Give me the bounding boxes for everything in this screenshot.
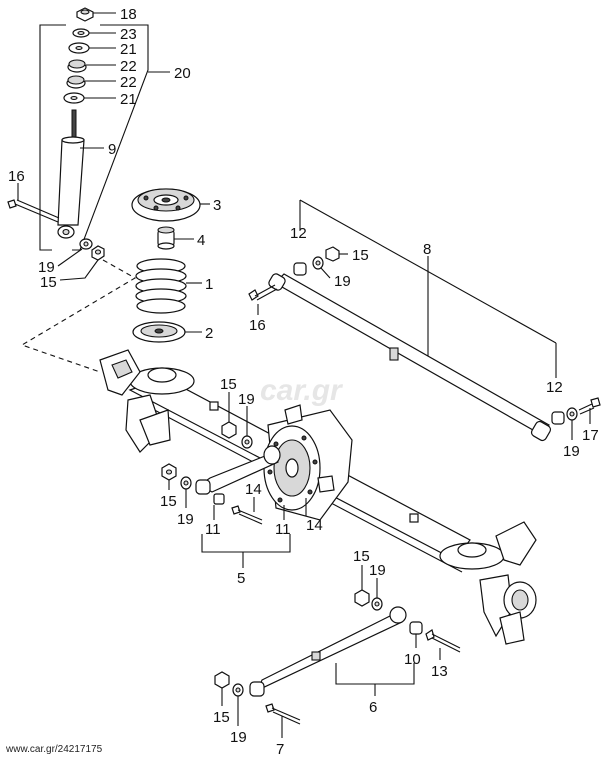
- callout-11-left: 11: [205, 521, 221, 538]
- callout-labels: 18 23 21 22 22 21 20 9 16 3 4 19 15 1 2 …: [8, 6, 599, 758]
- callout-19-shock: 19: [38, 259, 55, 276]
- callout-16-rod: 16: [249, 317, 266, 334]
- callout-19-upper: 19: [177, 511, 194, 528]
- callout-15-lower-left: 15: [213, 709, 230, 726]
- part-washer-21-top: [68, 42, 116, 54]
- part-washer-19-lower-right: [371, 578, 383, 611]
- part-shock-absorber-9: [57, 109, 104, 239]
- rear-axle-housing: [99, 349, 537, 645]
- watermark: car.gr: [260, 374, 344, 407]
- callout-12-left: 12: [290, 225, 307, 242]
- callout-4: 4: [197, 232, 205, 249]
- callout-16-left: 16: [8, 168, 25, 185]
- part-bushing-12-right: [551, 411, 565, 425]
- callout-19-lower-left: 19: [230, 729, 247, 746]
- callout-12-right: 12: [546, 379, 563, 396]
- part-lateral-rod-8: [268, 273, 552, 442]
- part-spring-pad-2: [132, 321, 202, 343]
- part-upper-arm-11: [195, 445, 281, 495]
- part-washer-19-lower-left: [232, 683, 244, 726]
- callout-22-bottom: 22: [120, 74, 137, 91]
- part-coil-spring-1: [135, 258, 202, 314]
- part-bushing-10: [409, 621, 423, 648]
- part-washer-23: [72, 28, 116, 38]
- upper-arm-assembly: [161, 392, 307, 568]
- shock-absorber-kit: [7, 7, 170, 373]
- part-bushing-12-left: [293, 262, 307, 276]
- part-nut-15-upper: [161, 463, 177, 490]
- lateral-rod-assembly: [248, 199, 601, 442]
- part-bolt-16-left: [7, 183, 60, 223]
- part-bushing-22-top: [67, 59, 116, 73]
- spring-assembly: [131, 188, 210, 343]
- callout-15-diff: 15: [220, 376, 237, 393]
- part-bushing-22-bottom: [66, 75, 116, 89]
- callout-1: 1: [205, 276, 213, 293]
- callout-6: 6: [369, 699, 377, 716]
- callout-14-upper: 14: [245, 481, 262, 498]
- callout-19-diff: 19: [238, 391, 255, 408]
- part-washer-19-shock: [57, 238, 93, 267]
- part-nut-15-diff: [221, 392, 237, 439]
- bracket-6: [335, 663, 415, 685]
- callout-5: 5: [237, 570, 245, 587]
- callout-15-rod: 15: [352, 247, 369, 264]
- callout-22-top: 22: [120, 58, 137, 75]
- callout-19-rod-right: 19: [563, 443, 580, 460]
- callout-15-shock: 15: [40, 274, 57, 291]
- part-washer-19-rod-left: [312, 256, 331, 279]
- callout-15-upper: 15: [160, 493, 177, 510]
- footer-url: www.car.gr/24217175: [5, 744, 103, 755]
- lower-arm-assembly: [214, 565, 461, 738]
- part-nut-15-lower-right: [354, 565, 370, 607]
- callout-18: 18: [120, 6, 137, 23]
- callout-7: 7: [276, 741, 284, 758]
- part-nut-18: [76, 7, 116, 22]
- callout-2: 2: [205, 325, 213, 342]
- part-washer-19-rod-right: [566, 407, 578, 440]
- callout-14-diff: 14: [306, 517, 323, 534]
- callout-19-lower-right: 19: [369, 562, 386, 579]
- part-bolt-14-upper: [231, 497, 263, 525]
- part-nut-15-rod-left: [325, 246, 348, 262]
- callout-21-top: 21: [120, 41, 137, 58]
- callout-21-bottom: 21: [120, 91, 137, 108]
- part-nut-15-lower-left: [214, 671, 230, 706]
- callout-20: 20: [174, 65, 191, 82]
- shock-mount-leader: [20, 259, 137, 373]
- part-washer-small-upper: [213, 493, 225, 505]
- callout-8: 8: [423, 241, 431, 258]
- part-bolt-17: [578, 397, 601, 424]
- part-bolt-13: [425, 629, 461, 660]
- callout-13: 13: [431, 663, 448, 680]
- part-washer-19-upper: [180, 476, 192, 508]
- callout-15-lower-right: 15: [353, 548, 370, 565]
- callout-23: 23: [120, 26, 137, 43]
- part-washer-21-bottom: [63, 92, 116, 104]
- bracket-20: [39, 24, 170, 251]
- callout-10: 10: [404, 651, 421, 668]
- bracket-5: [201, 534, 291, 553]
- part-washer-19-diff: [241, 406, 253, 449]
- part-bolt-16-rod: [248, 284, 278, 315]
- part-lower-arm-6: [249, 606, 407, 697]
- callout-19-rod: 19: [334, 273, 351, 290]
- callout-11-right: 11: [275, 521, 291, 538]
- callout-9: 9: [108, 141, 116, 158]
- part-bump-stop-4: [157, 226, 194, 250]
- part-bolt-7: [265, 703, 301, 738]
- callout-17: 17: [582, 427, 599, 444]
- part-nut-15-shock: [59, 245, 105, 281]
- callout-3: 3: [213, 197, 221, 214]
- part-spring-seat-3: [131, 188, 210, 222]
